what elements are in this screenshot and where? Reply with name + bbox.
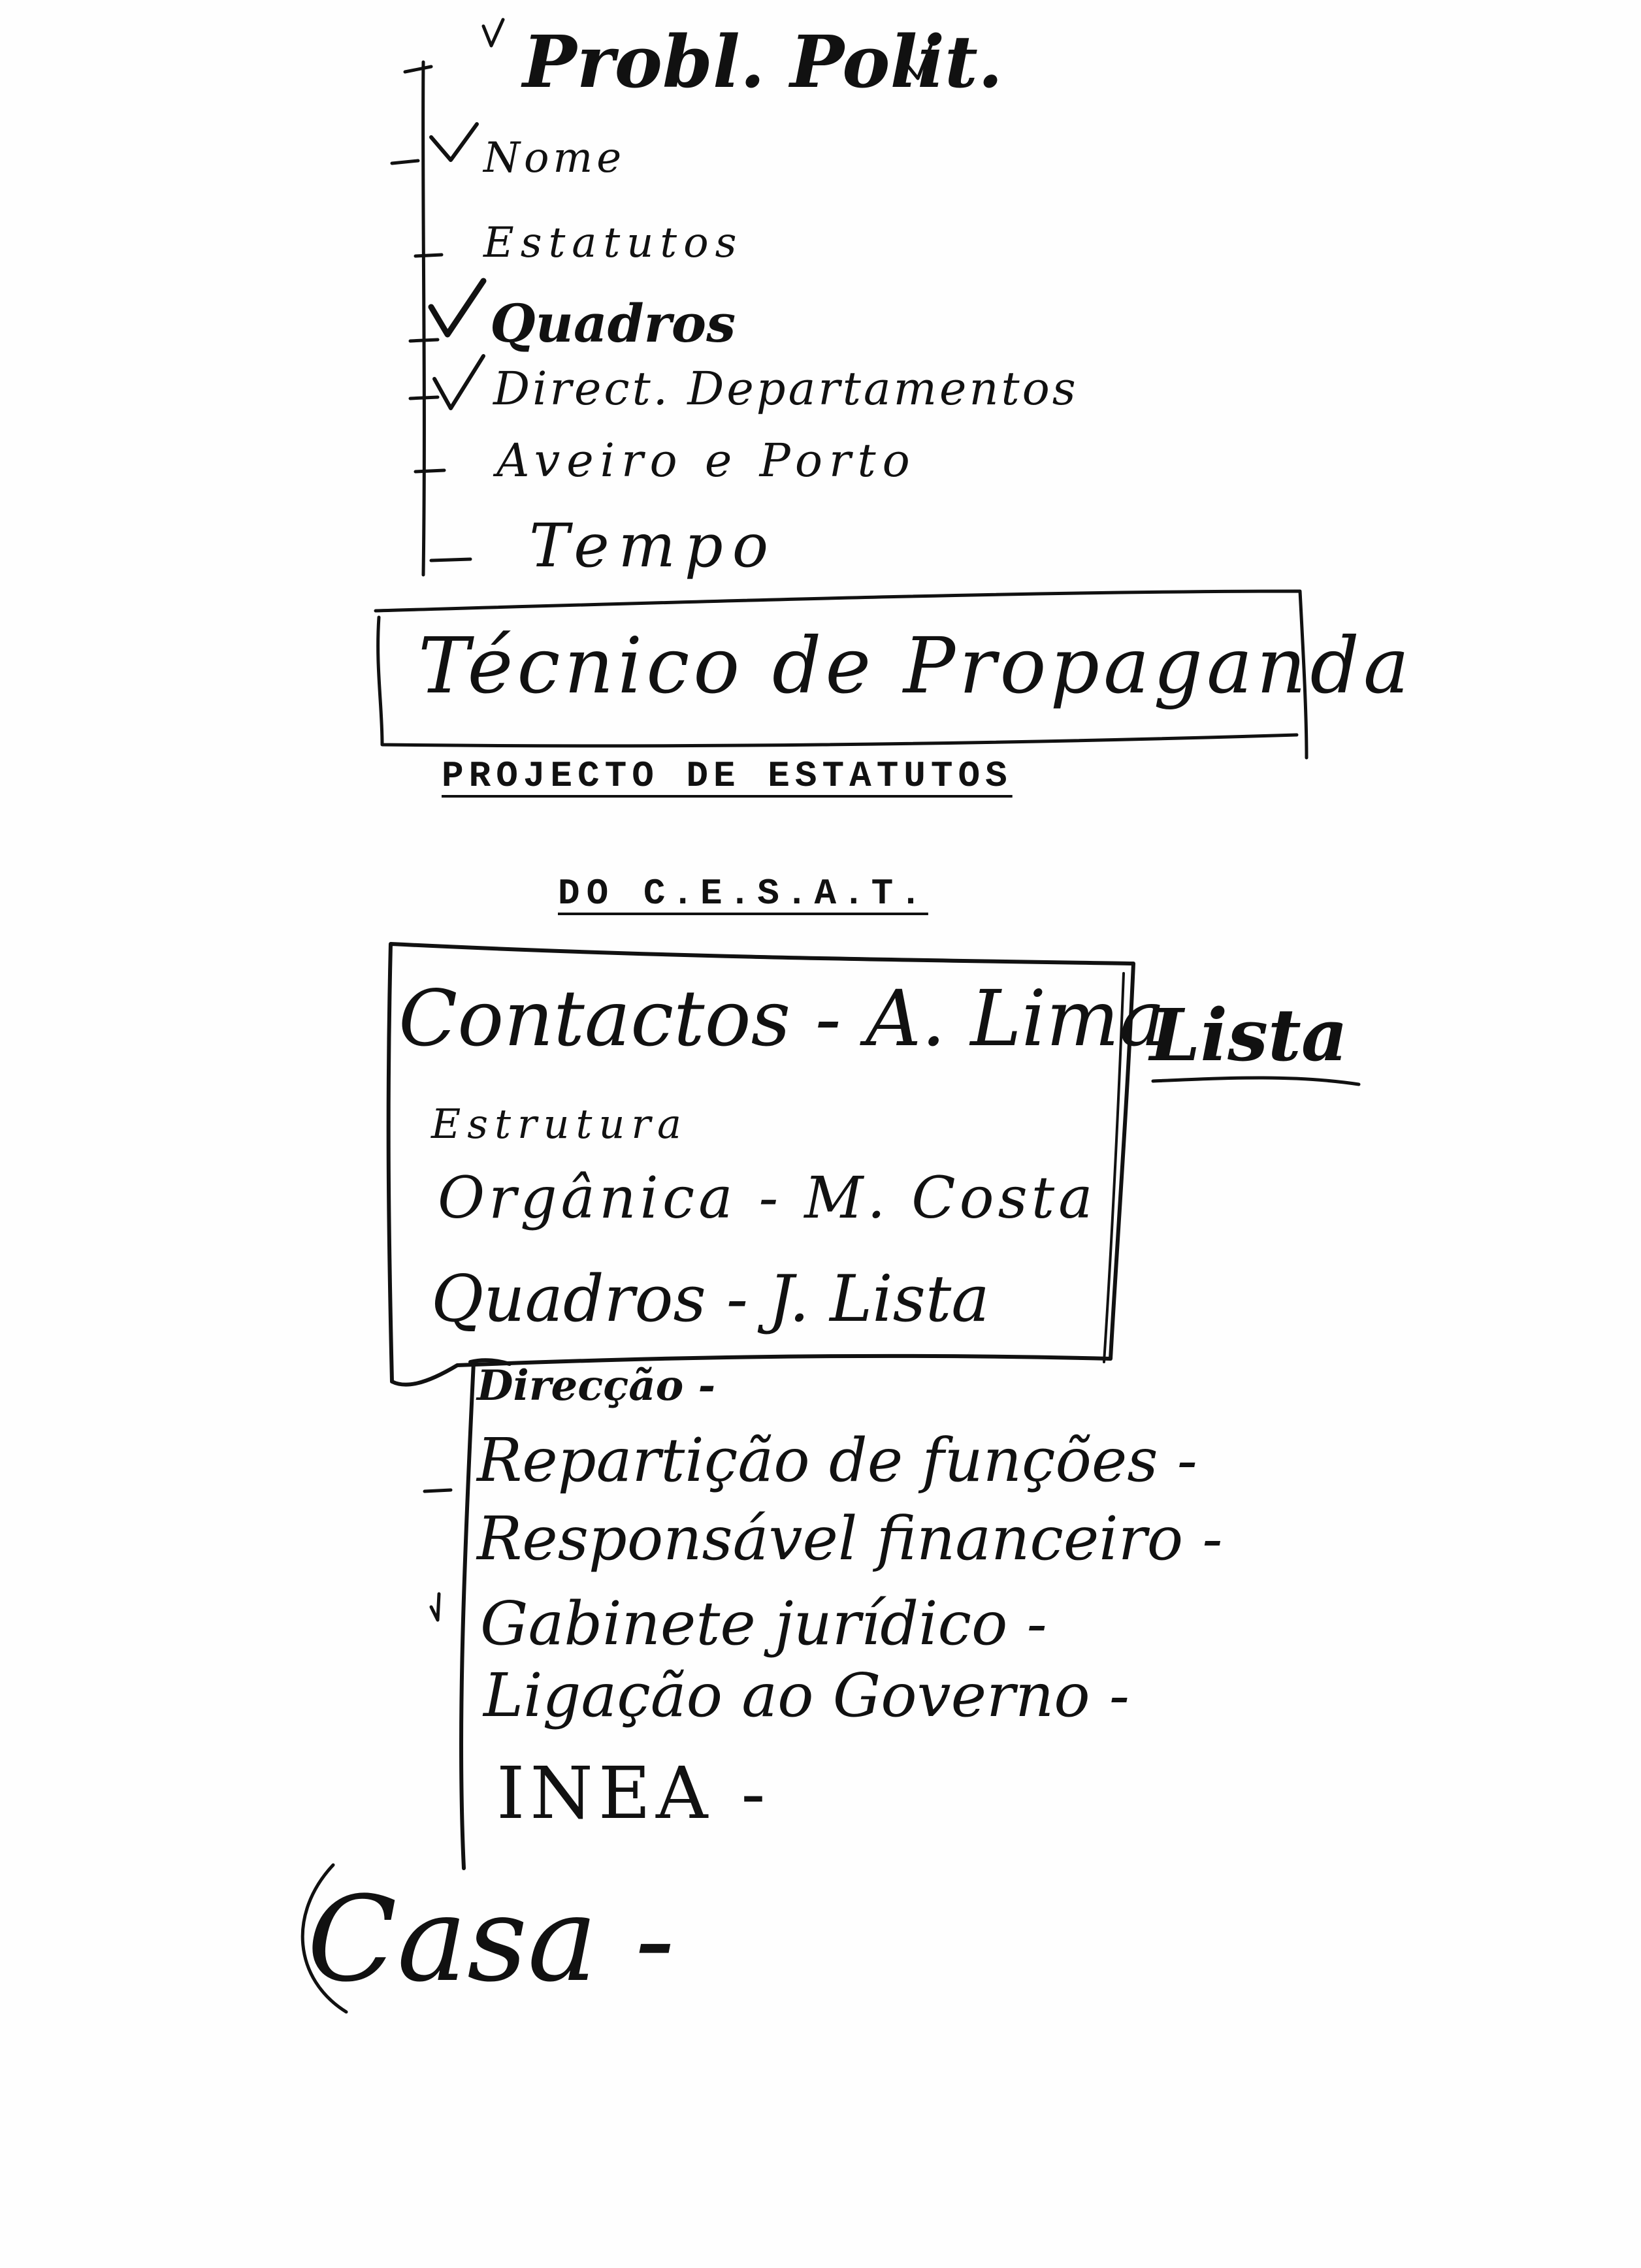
list-bracket-line bbox=[421, 60, 426, 577]
top-notes-item: Direct. Departamentos bbox=[493, 362, 1079, 415]
direction-line: Responsável financeiro - bbox=[477, 1504, 1223, 1574]
direction-bracket bbox=[459, 1358, 512, 1870]
top-notes-item: Tempo bbox=[529, 511, 778, 581]
list-tick bbox=[429, 1592, 441, 1622]
check-mark bbox=[429, 122, 479, 162]
contacts-box-inner-edge bbox=[1103, 972, 1125, 1363]
footer-note: Casa - bbox=[307, 1871, 675, 2008]
direction-line: Repartição de funções - bbox=[477, 1425, 1197, 1495]
contacts-box-line: Contactos - A. Lima bbox=[398, 973, 1165, 1063]
casa-stroke bbox=[301, 1863, 348, 2014]
check-mark bbox=[428, 278, 487, 338]
document-heading: PROJECTO DE ESTATUTOS bbox=[442, 755, 1013, 797]
list-dash bbox=[390, 159, 420, 165]
check-mark bbox=[903, 44, 933, 80]
document-subheading: DO C.E.S.A.T. bbox=[558, 873, 928, 915]
list-dash bbox=[423, 1488, 453, 1493]
direction-line: Gabinete jurídico - bbox=[480, 1589, 1047, 1659]
contacts-box bbox=[386, 942, 1135, 1387]
boxed-note: Técnico de Propaganda bbox=[418, 621, 1414, 711]
top-notes-item: Nome bbox=[483, 134, 626, 182]
direction-line: Ligação ao Governo - bbox=[483, 1660, 1129, 1730]
list-dash bbox=[403, 65, 433, 74]
direction-line: Direcção - bbox=[477, 1361, 716, 1410]
propaganda-box bbox=[374, 589, 1308, 760]
top-notes-item: Aveiro e Porto bbox=[496, 434, 917, 487]
top-notes-item: Estatutos bbox=[483, 219, 743, 267]
list-dash bbox=[414, 253, 444, 258]
top-notes-item: Quadros bbox=[490, 293, 736, 354]
list-dash bbox=[429, 557, 472, 562]
contacts-box-line: Estrutura bbox=[431, 1100, 689, 1148]
check-mark bbox=[481, 18, 505, 48]
list-dash bbox=[408, 338, 440, 343]
lista-underline bbox=[1151, 1076, 1361, 1086]
lista-side-note: Lista bbox=[1150, 993, 1348, 1077]
top-notes-title: Probl. Polit. bbox=[523, 20, 1003, 104]
contacts-box-line: Quadros - J. Lista bbox=[431, 1262, 990, 1336]
list-dash bbox=[414, 468, 446, 474]
list-dash bbox=[408, 395, 440, 400]
direction-line: INEA - bbox=[496, 1751, 771, 1835]
check-mark bbox=[432, 354, 485, 410]
contacts-box-line: Orgânica - M. Costa bbox=[438, 1164, 1097, 1231]
